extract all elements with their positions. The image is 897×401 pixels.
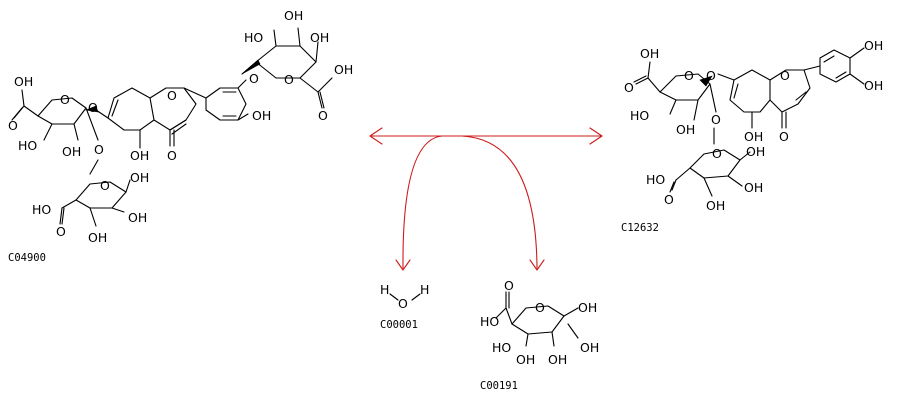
o-top-acid: O	[318, 108, 328, 123]
oh-right-bottom-4: OH	[706, 198, 725, 213]
arrowhead-right	[589, 127, 603, 145]
oh-right-bottom-2: HO	[646, 172, 665, 187]
oh-top-3: OH	[310, 30, 329, 45]
oh-phenyl: OH	[252, 108, 271, 123]
oh-5-right: OH	[744, 129, 763, 144]
glucuronide-ring-right-top	[633, 61, 717, 121]
oh-catechol-2: OH	[864, 78, 883, 93]
water-h-left: H	[380, 282, 389, 297]
o-bottom-ring: O	[100, 178, 110, 193]
o-left-ring: O	[60, 92, 70, 107]
o-top-link: O	[249, 71, 259, 86]
branch-to-water	[402, 135, 443, 269]
catechol-ring	[819, 47, 865, 85]
oh-catechol-1: OH	[864, 38, 883, 53]
compound-id-c04900: C04900	[8, 252, 46, 264]
compound-id-c00001: C00001	[380, 319, 418, 331]
compound-id-c12632: C12632	[621, 222, 659, 234]
o-top-ring: O	[284, 72, 294, 87]
o-chromone: O	[167, 88, 177, 103]
oh-bottom-3: OH	[128, 210, 147, 225]
glucuronide-ring-top	[241, 27, 333, 109]
glucuronide-ring-bottom	[59, 159, 131, 227]
reaction-arrows	[369, 127, 603, 271]
o-right-acid: O	[624, 80, 634, 95]
water-h-right: H	[420, 282, 429, 297]
o-carbonyl: O	[167, 148, 177, 163]
oh-right-2: OH	[676, 122, 695, 137]
flavone-core-left	[95, 87, 207, 149]
glc-oh-2: OH	[580, 340, 599, 355]
glc-oh-5: OH	[548, 352, 567, 367]
oh-right-acid: OH	[640, 46, 659, 61]
compound-c00001: H O H C00001	[380, 282, 429, 331]
oh-right-bottom-3: OH	[744, 180, 763, 195]
glc-o-ring: O	[535, 300, 545, 315]
oh-right-bottom-1: OH	[746, 144, 765, 159]
phenyl-ring-left	[205, 79, 249, 121]
o-7-link-right: O	[706, 68, 716, 83]
o-chromone-right: O	[780, 68, 790, 83]
compound-id-c00191: C00191	[480, 380, 518, 392]
oh-bottom-2: HO	[32, 202, 51, 217]
oh-left-acid: OH	[14, 74, 33, 89]
oh-bottom-4: OH	[88, 230, 107, 245]
oh-top-2: HO	[244, 30, 263, 45]
oh-top-acid: OH	[334, 62, 353, 77]
oh-right-1: HO	[630, 108, 649, 123]
o-right-link: O	[711, 112, 721, 127]
glc-ho-3: HO	[492, 340, 511, 355]
flavone-core-right	[717, 65, 821, 129]
glc-ho-acid: HO	[480, 314, 499, 329]
glucuronide-ring-left	[11, 89, 99, 141]
water-o: O	[398, 296, 408, 311]
oh-left-2: OH	[62, 144, 81, 159]
compound-c00191: O HO O OH HO OH OH OH C00191	[480, 278, 599, 392]
o-carbonyl-right: O	[779, 129, 789, 144]
o-right-ring: O	[684, 68, 694, 83]
glc-o-acid: O	[504, 278, 514, 293]
glc-oh-4: OH	[516, 352, 535, 367]
o-left-link: O	[94, 142, 104, 157]
o-bottom-acid: O	[56, 224, 66, 239]
compound-c04900: OH HO OH O OH O O OH O O	[8, 8, 353, 264]
oh-top-1: OH	[284, 8, 303, 23]
o-right-bottom-ring: O	[712, 146, 722, 161]
arrowhead-left	[369, 127, 383, 145]
oh-left-1: HO	[18, 138, 37, 153]
glucuronide-ring-right-bottom	[669, 127, 751, 197]
o-left-acid: O	[8, 118, 18, 133]
arrowhead-glucuronate	[529, 259, 545, 271]
glc-oh-anomeric: OH	[578, 300, 597, 315]
arrowhead-water	[395, 259, 411, 271]
oh-bottom-1: OH	[130, 170, 149, 185]
compound-c12632: OH OH O O OH O OH	[621, 38, 883, 234]
branch-to-glucuronate	[461, 135, 538, 269]
oh-5: OH	[130, 148, 149, 163]
o-right-bottom-acid: O	[664, 192, 674, 207]
